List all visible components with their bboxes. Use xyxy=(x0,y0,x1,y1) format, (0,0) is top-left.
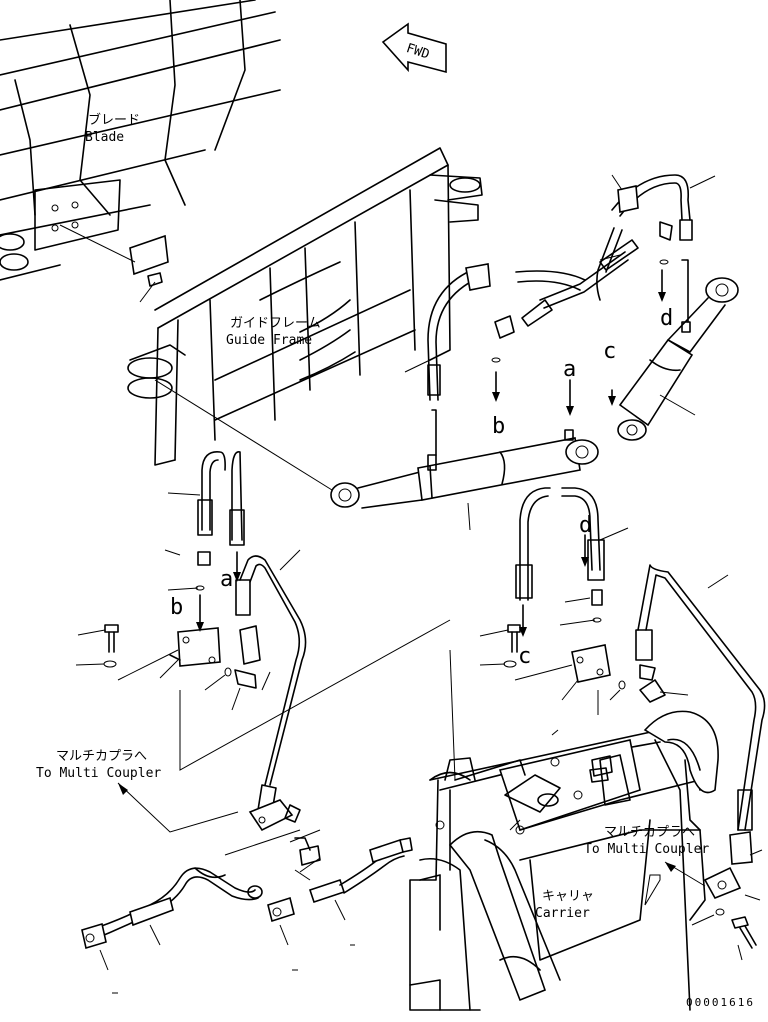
carrier-label-en: Carrier xyxy=(535,906,590,921)
fwd-label: FWD xyxy=(404,41,431,63)
guide-frame-label-en: Guide Frame xyxy=(226,333,312,348)
left-cylinder xyxy=(154,379,599,531)
blade-label-jp: ブレード xyxy=(88,112,140,128)
coupler-right-callout xyxy=(664,861,706,887)
marker-arrows-right xyxy=(519,534,589,637)
marker-arrows-left xyxy=(196,551,241,632)
guide-frame-label-jp: ガイドフレーム xyxy=(230,316,321,331)
right-hose-assembly xyxy=(479,487,766,961)
coupler-right-label-en: To Multi Coupler xyxy=(584,842,709,857)
marker-b-left: b xyxy=(170,595,183,620)
blade xyxy=(0,0,281,281)
blade-plate xyxy=(59,224,169,303)
marker-b-top: b xyxy=(492,414,505,439)
top-hoses xyxy=(404,174,716,456)
right-cylinder xyxy=(617,277,739,441)
coupler-left-label-en: To Multi Coupler xyxy=(36,766,161,781)
marker-arrows-top xyxy=(491,259,669,416)
drawing-code: 00001616 xyxy=(686,996,755,1009)
marker-c-right: c xyxy=(518,644,531,669)
guide-frame xyxy=(127,147,483,466)
coupler-left-label-jp: マルチカプラへ xyxy=(56,749,147,764)
marker-d-right: d xyxy=(579,513,592,538)
fwd-arrow-icon: FWD xyxy=(381,22,447,74)
marker-a-top: a xyxy=(563,357,576,382)
lower-left-hoses xyxy=(81,799,413,994)
marker-a-left: a xyxy=(220,567,233,592)
blade-label-en: Blade xyxy=(85,130,124,145)
carrier-label-jp: キャリャ xyxy=(542,889,594,904)
coupler-right-label-jp: マルチカプラへ xyxy=(604,825,695,840)
marker-c-top: c xyxy=(603,339,616,364)
carrier xyxy=(409,649,719,1011)
coupler-left-callout xyxy=(117,619,451,833)
marker-d-top: d xyxy=(660,306,673,331)
